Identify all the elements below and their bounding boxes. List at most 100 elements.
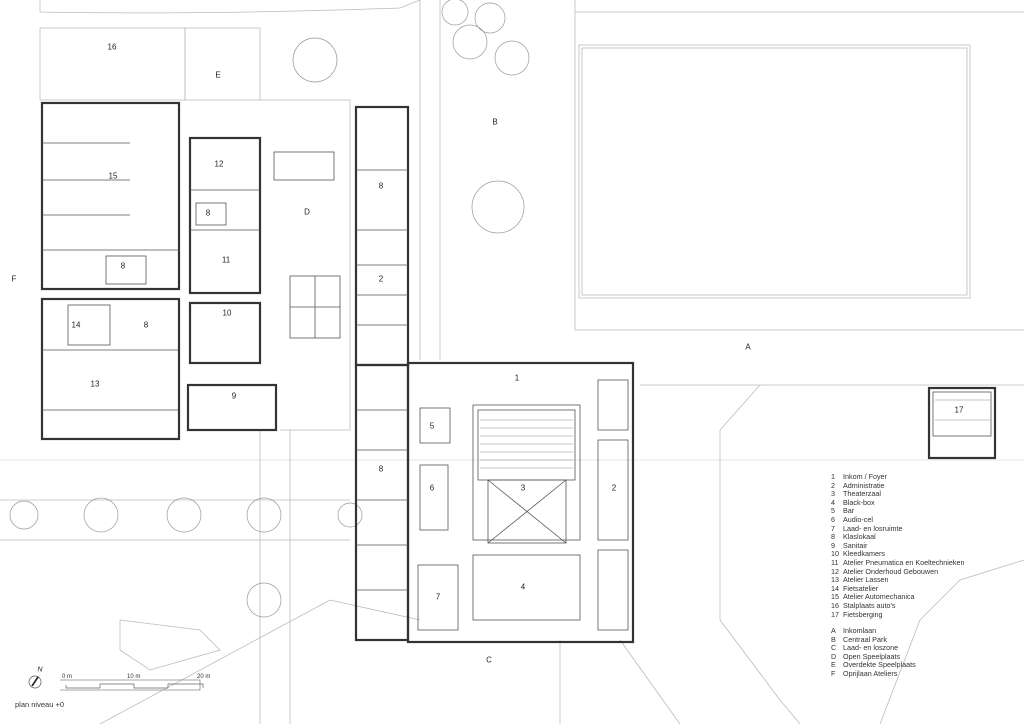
room-label: 5: [429, 421, 435, 431]
legend-item: F Oprijlaan Ateliers: [831, 669, 964, 679]
legend-label: Overdekte Speelplaats: [843, 660, 916, 670]
legend-label: Atelier Onderhoud Gebouwen: [843, 566, 939, 576]
legend-key: 2: [831, 480, 835, 490]
scale-tick-20: 20 m: [197, 674, 211, 680]
legend-key: D: [831, 651, 837, 661]
legend-label: Kleedkamers: [843, 549, 885, 559]
legend-label: Fietsatelier: [843, 583, 879, 593]
room-label: 16: [107, 42, 117, 52]
room-label: 3: [520, 483, 526, 493]
legend-item: 16 Stalplaats auto's: [831, 600, 964, 611]
plan-title: plan niveau +0: [15, 700, 64, 709]
legend-key: 14: [831, 583, 839, 593]
legend-label: Klaslokaal: [843, 532, 876, 542]
room-label: 13: [90, 379, 100, 389]
room-label: 2: [378, 274, 384, 284]
legend-label: Fietsberging: [843, 609, 883, 619]
legend-item: 3 Theaterzaal: [831, 489, 964, 499]
scale-tick-0: 0 m: [62, 674, 73, 680]
room-label: 2: [611, 483, 617, 493]
legend-label: Laad- en losruimte: [843, 523, 903, 533]
room-label: 4: [520, 582, 526, 592]
legend-item: 5 Bar: [831, 507, 964, 516]
room-label: 15: [108, 171, 118, 181]
room-label: 8: [143, 320, 149, 330]
legend-item: 14 Fietsatelier: [831, 583, 964, 594]
legend-key: 16: [831, 600, 839, 610]
legend-key: 11: [831, 557, 839, 567]
legend-label: Sanitair: [843, 540, 868, 550]
legend-key: 13: [831, 575, 839, 585]
room-label: 10: [222, 308, 232, 318]
room-label: 8: [378, 181, 384, 191]
legend-item: 6 Audio-cel: [831, 514, 964, 525]
room-label: 14: [71, 320, 81, 330]
trees: [9, 0, 530, 618]
legend-key: 17: [831, 609, 839, 619]
legend-key: E: [831, 660, 836, 670]
legend-key: 3: [831, 489, 835, 499]
legend-item: 11 Atelier Pneumatica en Koeltechnieken: [831, 557, 965, 568]
zone-label: B: [492, 117, 498, 127]
legend-label: Oprijlaan Ateliers: [843, 669, 898, 679]
legend-key: 10: [831, 549, 839, 559]
legend-item: A Inkomlaan: [831, 626, 964, 636]
legend-label: Black-box: [843, 497, 875, 507]
legend-item: 15 Atelier Automechanica: [831, 593, 964, 602]
zone-label: E: [215, 70, 221, 80]
room-label: 7: [435, 592, 441, 602]
zone-label: D: [304, 207, 310, 217]
zone-label: A: [745, 342, 751, 352]
building-walls: [40, 101, 997, 644]
legend-item: E Overdekte Speelplaats: [831, 661, 964, 670]
legend-label: Inkomlaan: [843, 626, 877, 636]
scale-bar: [65, 683, 204, 689]
interior-walls: [42, 142, 992, 631]
room-label: 8: [205, 208, 211, 218]
room-label: 17: [954, 405, 964, 415]
legend-key: 1: [831, 472, 835, 481]
legend-key: A: [831, 626, 836, 636]
legend-label: Atelier Automechanica: [843, 592, 915, 602]
legend-key: 7: [831, 523, 835, 533]
legend-key: 8: [831, 532, 835, 542]
zone-label: C: [486, 655, 492, 665]
legend-label: Bar: [843, 506, 855, 516]
legend-key: 12: [831, 566, 839, 576]
legend-item: 17 Fietsberging: [831, 609, 964, 620]
legend-item: 1 Inkom / Foyer: [831, 472, 964, 482]
legend-key: F: [831, 669, 836, 679]
legend-label: Audio-cel: [843, 514, 873, 524]
room-label: 6: [429, 483, 435, 493]
legend-key: 6: [831, 514, 835, 524]
legend-item: 10 Kleedkamers: [831, 550, 964, 559]
room-label: 8: [120, 261, 126, 271]
legend-item: 9 Sanitair: [831, 540, 964, 551]
legend-key: 4: [831, 497, 835, 507]
room-label: 9: [231, 391, 237, 401]
legend-item: 12 Atelier Onderhoud Gebouwen: [831, 566, 964, 577]
room-label: 12: [214, 159, 224, 169]
room-label: 11: [221, 255, 231, 265]
legend-key: 5: [831, 506, 835, 516]
legend-label: Laad- en loszone: [843, 643, 899, 653]
legend-label: Inkom / Foyer: [843, 472, 887, 481]
legend-label: Theaterzaal: [843, 489, 881, 499]
legend-item: 7 Laad- en losruimte: [831, 523, 964, 534]
legend-label: Stalplaats auto's: [843, 600, 896, 610]
north-arrow: [28, 675, 42, 689]
legend-key: 9: [831, 540, 835, 550]
legend-key: 15: [831, 592, 839, 602]
room-label: 1: [514, 373, 520, 383]
legend-label: Open Speelplaats: [843, 651, 901, 661]
legend-label: Atelier Pneumatica en Koeltechnieken: [843, 557, 965, 567]
legend-key: C: [831, 643, 837, 653]
room-label: 8: [378, 464, 384, 474]
seating: [480, 399, 990, 469]
legend-item: 8 Klaslokaal: [831, 532, 964, 542]
legend-item: D Open Speelplaats: [831, 651, 964, 662]
